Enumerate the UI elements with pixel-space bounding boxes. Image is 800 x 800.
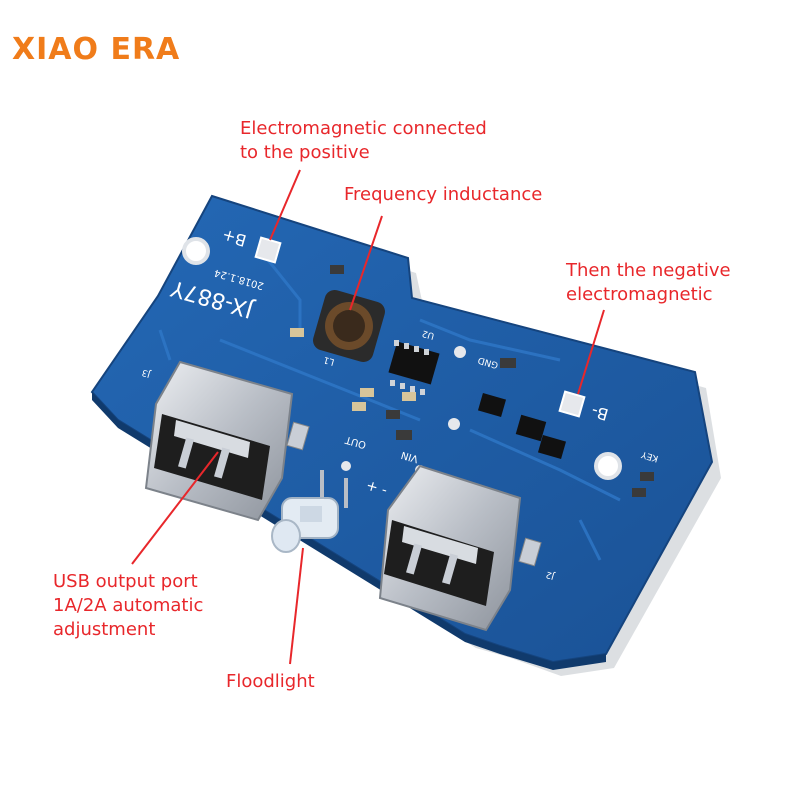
callout-floodlight: Floodlight	[226, 670, 315, 694]
pointer-positive	[269, 169, 301, 241]
callout-usb-line2: 1A/2A automatic	[53, 595, 204, 616]
silk-key: KEY	[640, 449, 660, 463]
usb-port-icon	[144, 360, 294, 522]
callout-usb-line1: USB output port	[53, 571, 198, 592]
callout-positive: Electromagnetic connected to the positiv…	[240, 117, 487, 165]
mounting-hole-left	[182, 237, 210, 265]
silk-vin: VIN	[400, 449, 420, 464]
callout-inductance: Frequency inductance	[344, 183, 542, 207]
callout-usb: USB output port 1A/2A automatic adjustme…	[53, 570, 203, 642]
silk-j3: J3	[141, 367, 153, 379]
mounting-hole-right	[594, 452, 622, 480]
inductor-icon	[313, 290, 385, 362]
silk-u2: U2	[421, 328, 436, 341]
callout-negative: Then the negative electromagnetic	[566, 259, 731, 307]
chip-icon	[388, 340, 440, 395]
pad-b-minus	[558, 390, 586, 418]
brand-logo: XIAO ERA	[12, 32, 181, 67]
callout-negative-line1: Then the negative	[566, 260, 731, 281]
micro-pad-right	[518, 537, 542, 567]
callout-inductance-line1: Frequency inductance	[344, 184, 543, 205]
callout-positive-line2: to the positive	[240, 142, 370, 163]
silk-plus-minus: + -	[364, 478, 389, 499]
callout-floodlight-line1: Floodlight	[226, 671, 315, 692]
callout-negative-line2: electromagnetic	[566, 284, 713, 305]
callout-positive-line1: Electromagnetic connected	[240, 118, 487, 139]
pointer-inductance	[349, 215, 383, 311]
pointer-usb	[131, 451, 219, 565]
usb-port-icon	[378, 464, 522, 632]
pcb-traces	[158, 249, 621, 561]
led-icon	[271, 470, 348, 553]
micro-pad-left	[286, 421, 310, 451]
silk-l1: L1	[323, 354, 336, 367]
pointer-negative	[577, 309, 605, 395]
silk-j2: J2	[545, 569, 557, 581]
pad-b-plus	[254, 236, 282, 264]
silk-b-minus: B-	[589, 401, 610, 424]
callout-usb-line3: adjustment	[53, 619, 156, 640]
pointer-floodlight	[289, 547, 304, 665]
